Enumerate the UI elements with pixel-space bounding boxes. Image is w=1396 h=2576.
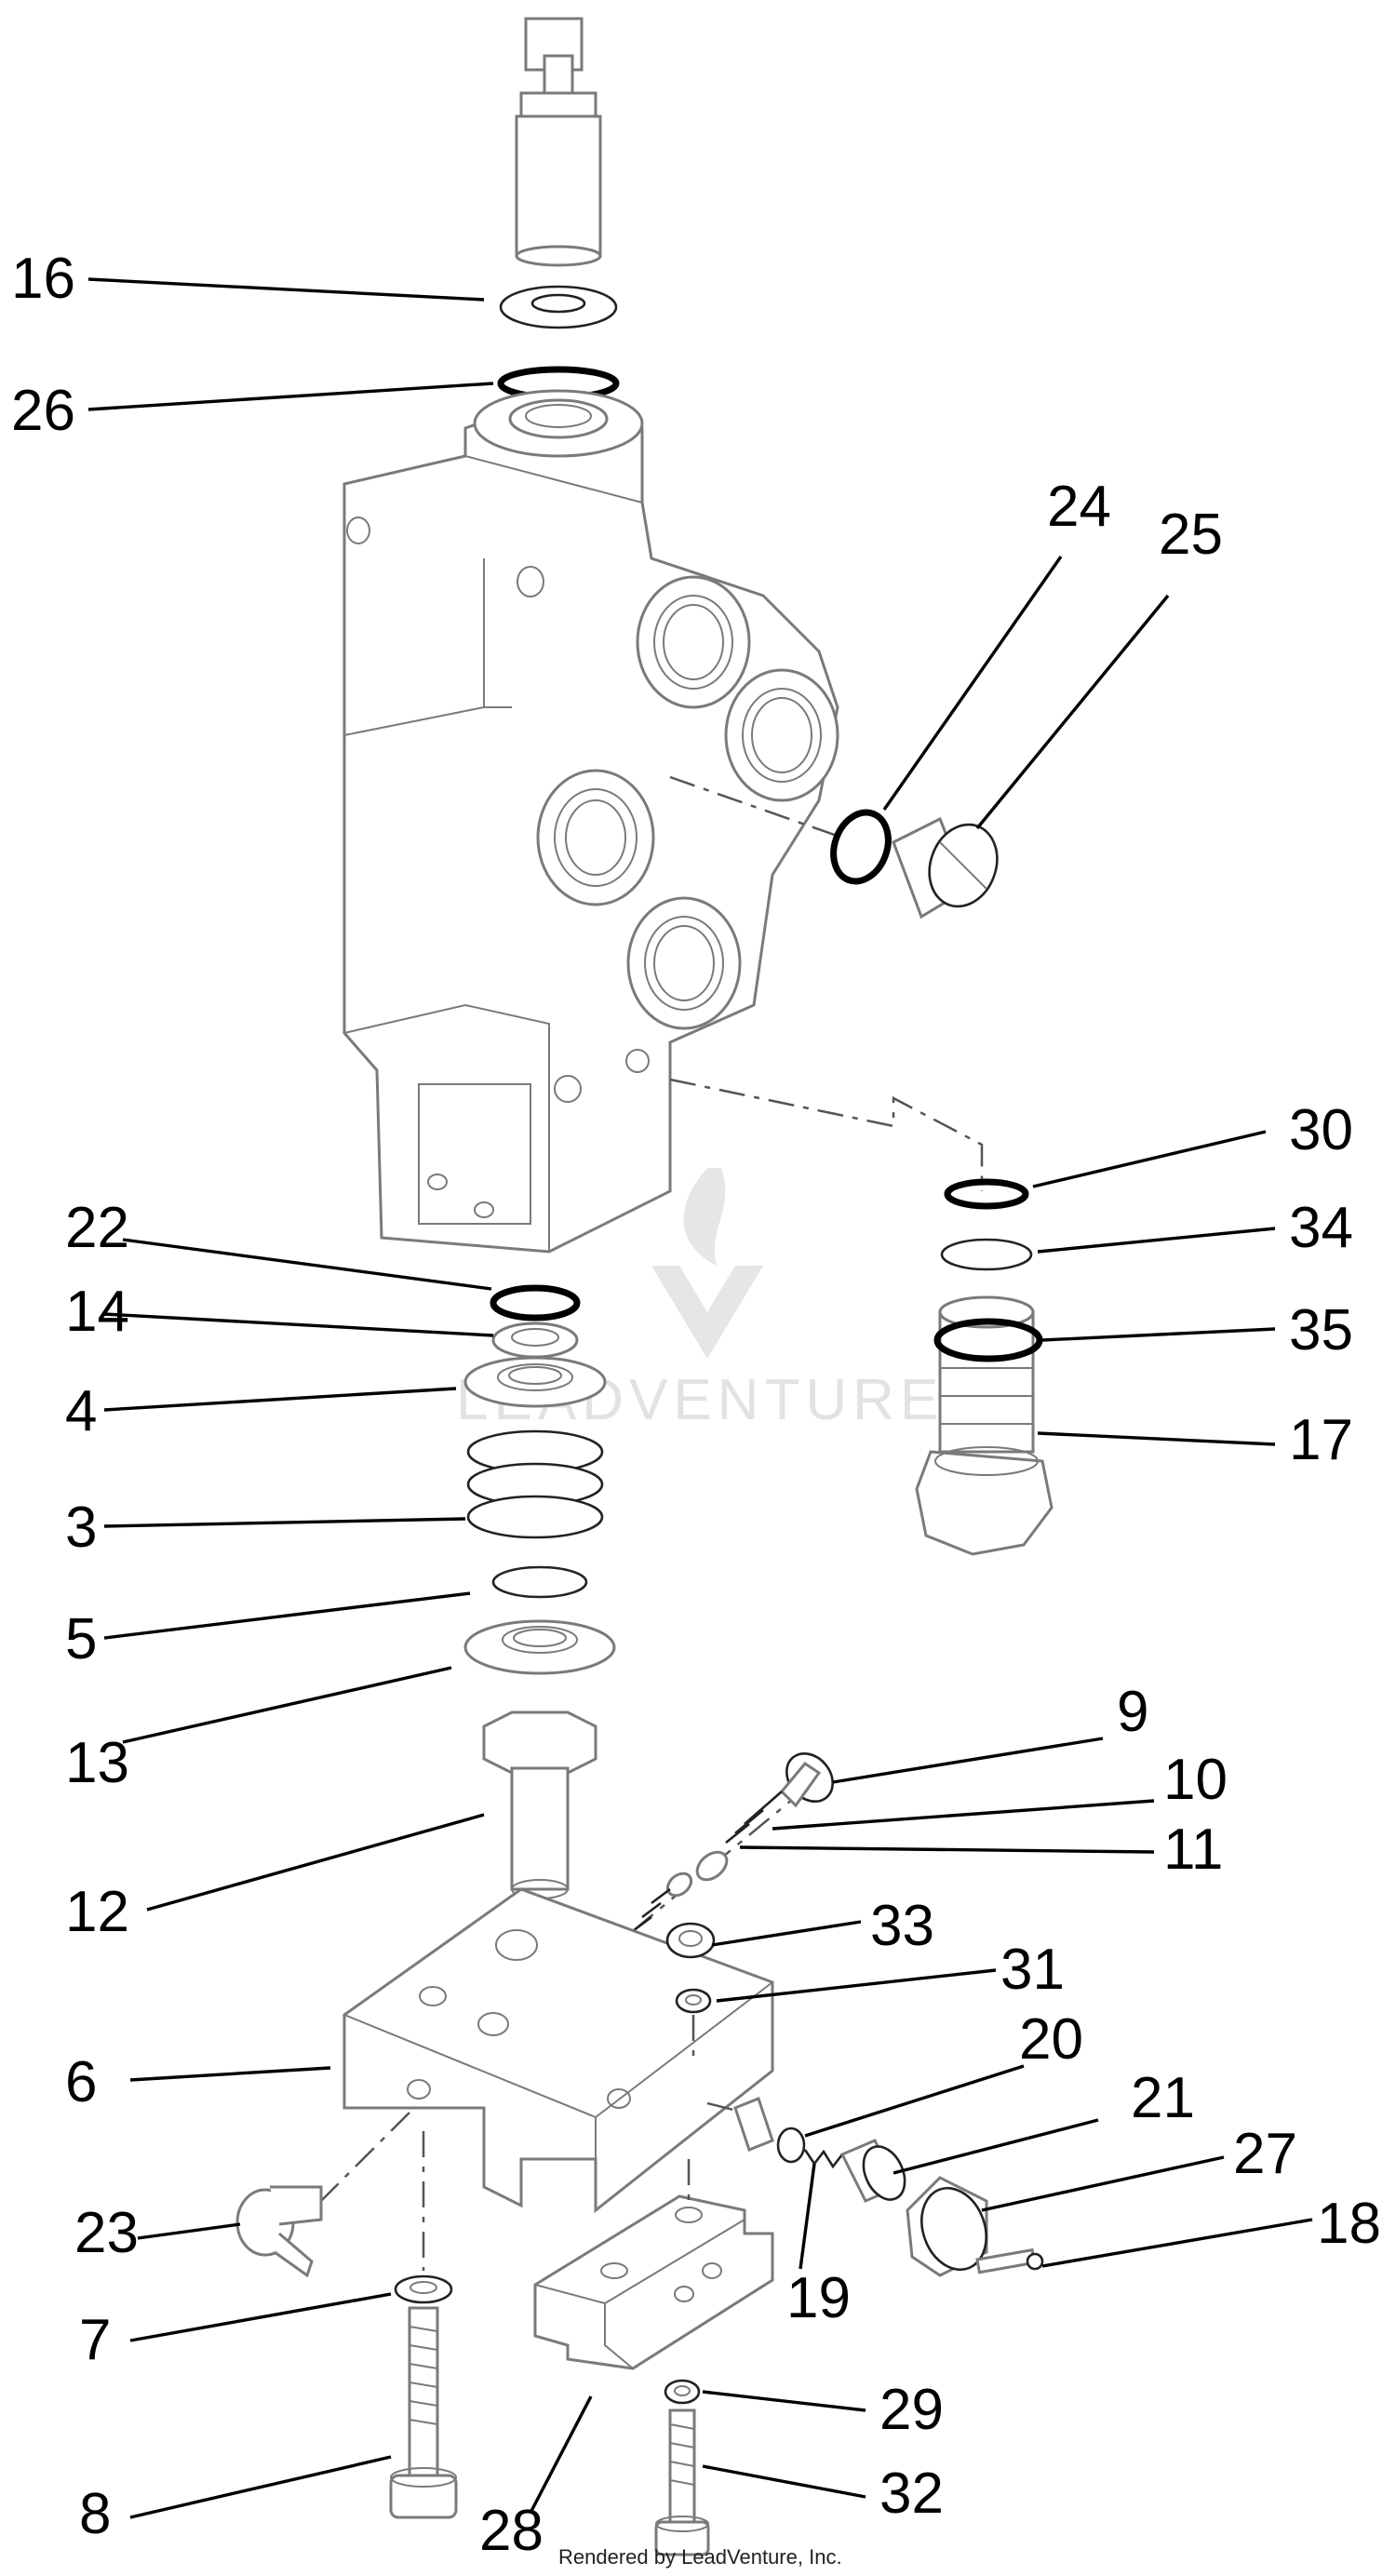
callout-26: 26 (11, 379, 75, 443)
callout-19: 19 (786, 2266, 851, 2330)
adjuster-part-21 (839, 2139, 906, 2203)
washer-part-31 (675, 1988, 712, 2014)
callout-labels: 16 26 24 25 30 34 35 17 22 14 4 3 5 13 1… (11, 247, 1381, 2563)
bolt-part-32 (654, 2408, 710, 2556)
callout-18: 18 (1317, 2192, 1381, 2256)
pin-part-18 (975, 2247, 1044, 2274)
port-middle (536, 769, 655, 906)
centerline-20 (706, 2101, 745, 2114)
cartridge-part-17 (915, 1295, 1054, 1556)
callout-31: 31 (1000, 1938, 1065, 2002)
fitting-part-23 (235, 2112, 410, 2278)
callout-4: 4 (65, 1379, 97, 1443)
seal-part-16 (499, 285, 618, 329)
ring-part-5 (491, 1565, 588, 1599)
ring-part-34 (940, 1238, 1033, 1271)
centerline-17 (669, 1078, 984, 1191)
spool-shaft (515, 17, 602, 267)
port-lower (626, 896, 742, 1030)
callout-5: 5 (65, 1607, 97, 1671)
callout-32: 32 (879, 2462, 944, 2526)
callout-30: 30 (1289, 1098, 1353, 1162)
valve-body (342, 389, 839, 1254)
callout-10: 10 (1163, 1748, 1228, 1812)
bracket-part-28 (533, 2159, 774, 2370)
callout-7: 7 (79, 2308, 111, 2372)
washer-part-29 (664, 2379, 701, 2405)
callout-35: 35 (1289, 1298, 1353, 1362)
leader-lines (87, 277, 1313, 2519)
callout-13: 13 (65, 1731, 129, 1795)
render-credit: Rendered by LeadVenture, Inc. (558, 2545, 842, 2569)
callout-21: 21 (1131, 2066, 1195, 2130)
callout-28: 28 (479, 2499, 544, 2563)
callout-12: 12 (65, 1880, 129, 1944)
callout-17: 17 (1289, 1408, 1353, 1472)
spring-part-3 (466, 1429, 604, 1539)
spring-part-19 (803, 2149, 844, 2169)
callout-33: 33 (870, 1894, 934, 1958)
callout-29: 29 (879, 2378, 944, 2442)
callout-3: 3 (65, 1496, 97, 1560)
callout-11: 11 (1163, 1818, 1223, 1882)
oring-part-35 (933, 1318, 1043, 1362)
callout-20: 20 (1019, 2007, 1083, 2072)
callout-27: 27 (1233, 2122, 1297, 2186)
cap-part-27 (906, 2176, 988, 2277)
callout-22: 22 (65, 1196, 129, 1260)
callout-23: 23 (74, 2201, 139, 2265)
poppet-part-20 (733, 2097, 806, 2164)
callout-24: 24 (1047, 475, 1111, 539)
spring-seat-part-4 (463, 1356, 607, 1408)
washer-part-14 (491, 1322, 579, 1359)
oring-part-24 (830, 809, 892, 885)
callout-14: 14 (65, 1280, 129, 1344)
nut-part-33 (665, 1922, 716, 1959)
callout-6: 6 (65, 2050, 97, 2114)
oring-part-30 (944, 1178, 1029, 1210)
plug-part-25 (892, 816, 999, 919)
centerline-24-25 (669, 775, 843, 839)
check-valve-parts (632, 1752, 834, 1933)
bolt-part-8 (389, 2306, 458, 2519)
oring-part-22 (490, 1284, 581, 1322)
callout-8: 8 (79, 2482, 111, 2546)
bolt-part-12 (482, 1711, 597, 1899)
spring-seat-part-13 (463, 1619, 616, 1675)
callout-34: 34 (1289, 1196, 1353, 1260)
callout-9: 9 (1117, 1680, 1148, 1744)
port-upper-right (724, 668, 839, 802)
port-upper-left (636, 575, 751, 709)
washer-part-7 (394, 2274, 453, 2304)
callout-25: 25 (1159, 503, 1223, 567)
callout-16: 16 (11, 247, 75, 311)
manifold-block-part-6 (342, 1887, 774, 2214)
